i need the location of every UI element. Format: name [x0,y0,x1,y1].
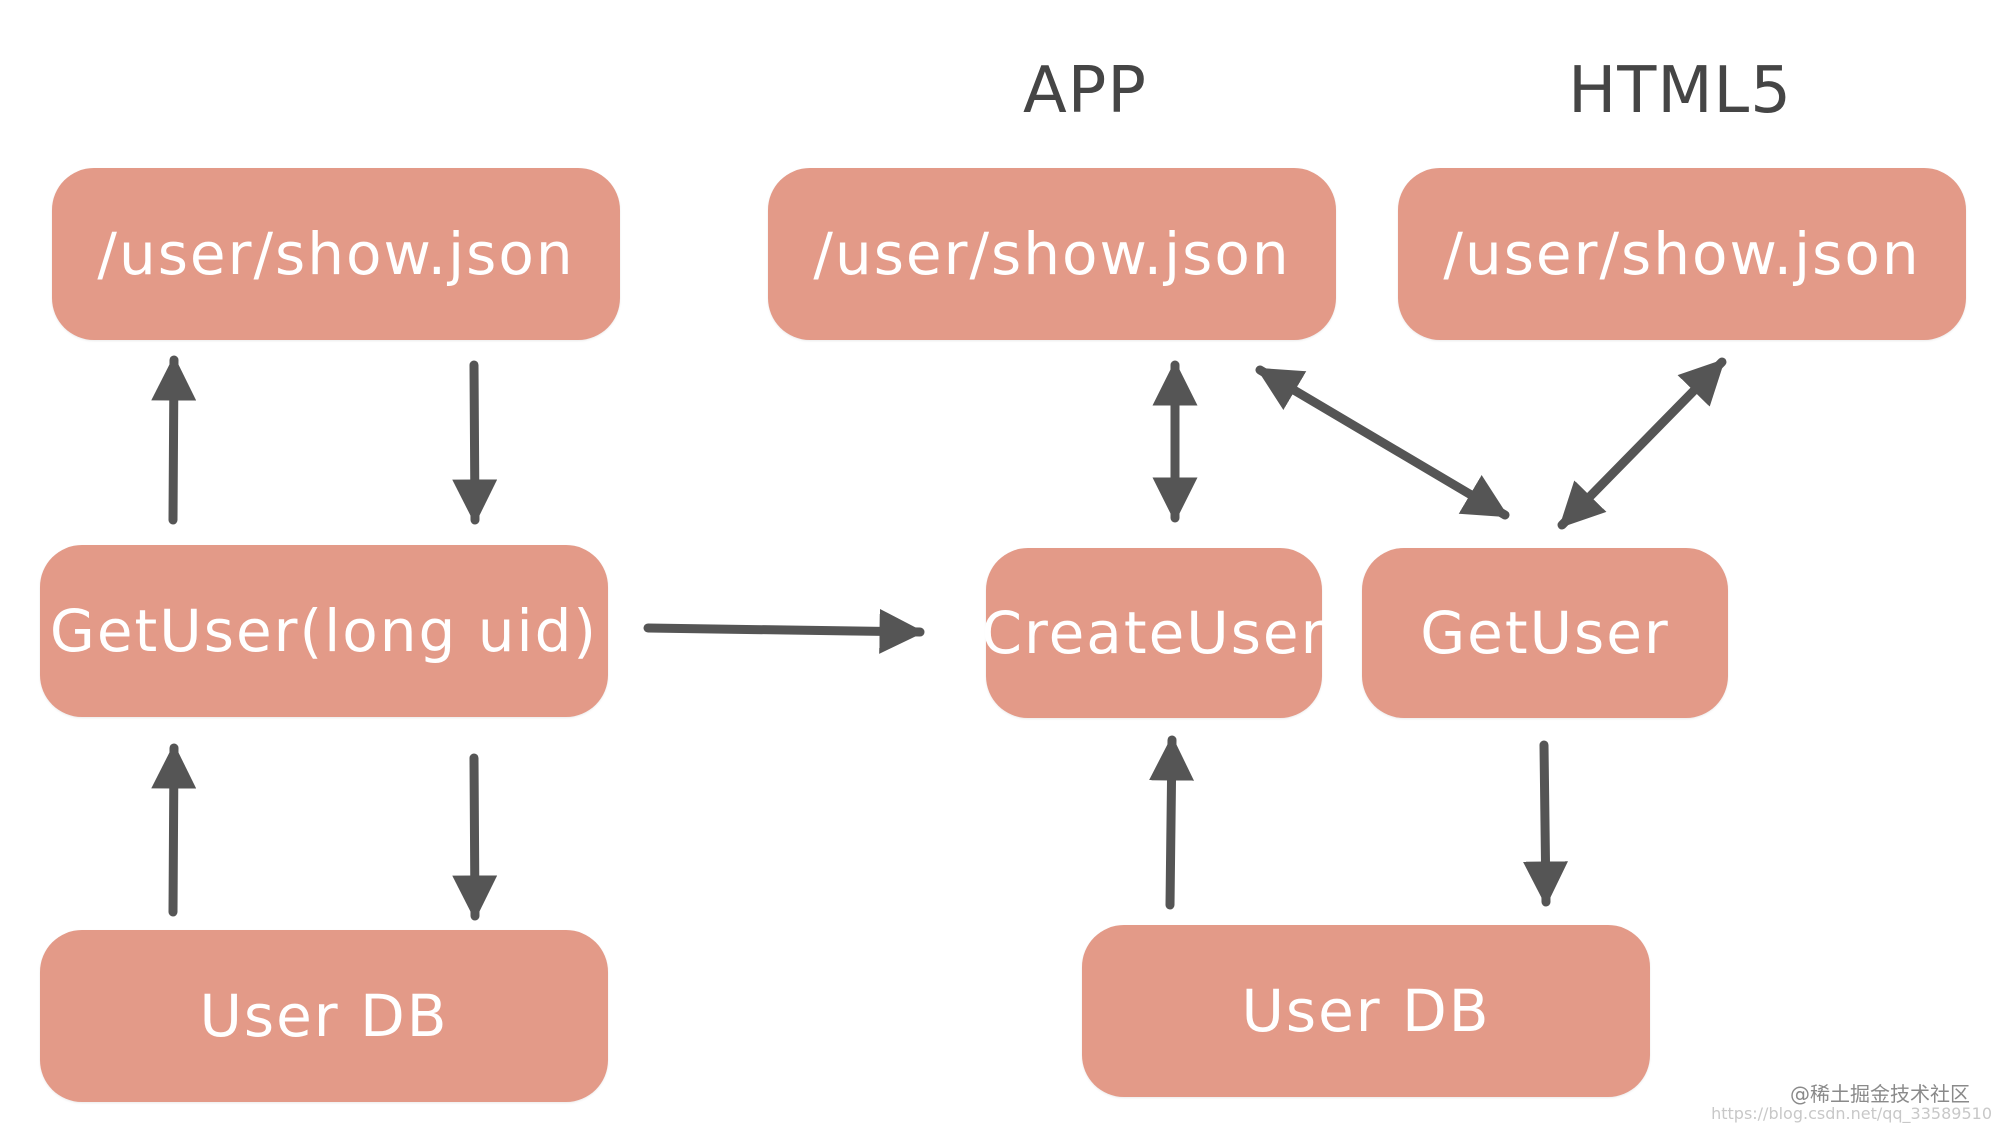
create-user-box: CreateUser [982,548,1324,718]
left-db-label: User DB [199,982,449,1050]
arrow-left-db-to-service [151,743,197,917]
app-endpoint-box: /user/show.json [768,168,1336,340]
left-db-box: User DB [40,930,608,1102]
watermark-community: @稀土掘金技术社区 [1790,1082,1970,1106]
arrow-migration [643,608,925,654]
header-app: APP [1023,54,1147,128]
get-user-label: GetUser [1420,599,1670,667]
left-service-box: GetUser(long uid) [40,545,608,717]
arrow-left-endpoint-to-service [452,360,498,525]
arrow-html5-get-user [1557,357,1727,530]
arrow-app-get-user [1255,365,1510,520]
get-user-box: GetUser [1362,548,1728,718]
left-endpoint-label: /user/show.json [97,220,575,288]
watermark-url: https://blog.csdn.net/qq_33589510 [1711,1104,1992,1123]
html5-endpoint-box: /user/show.json [1398,168,1966,340]
html5-endpoint-label: /user/show.json [1443,220,1921,288]
app-endpoint-label: /user/show.json [813,220,1291,288]
create-user-label: CreateUser [981,599,1327,667]
header-html5: HTML5 [1568,54,1792,128]
left-service-label: GetUser(long uid) [49,597,599,665]
left-endpoint-box: /user/show.json [52,168,620,340]
right-db-label: User DB [1241,977,1491,1045]
right-db-box: User DB [1082,925,1650,1097]
arrow-get-user-to-db [1522,740,1568,907]
arrow-left-service-to-endpoint [151,355,197,525]
arrow-db-to-create-user [1149,735,1195,910]
arrow-left-service-to-db [452,753,498,921]
